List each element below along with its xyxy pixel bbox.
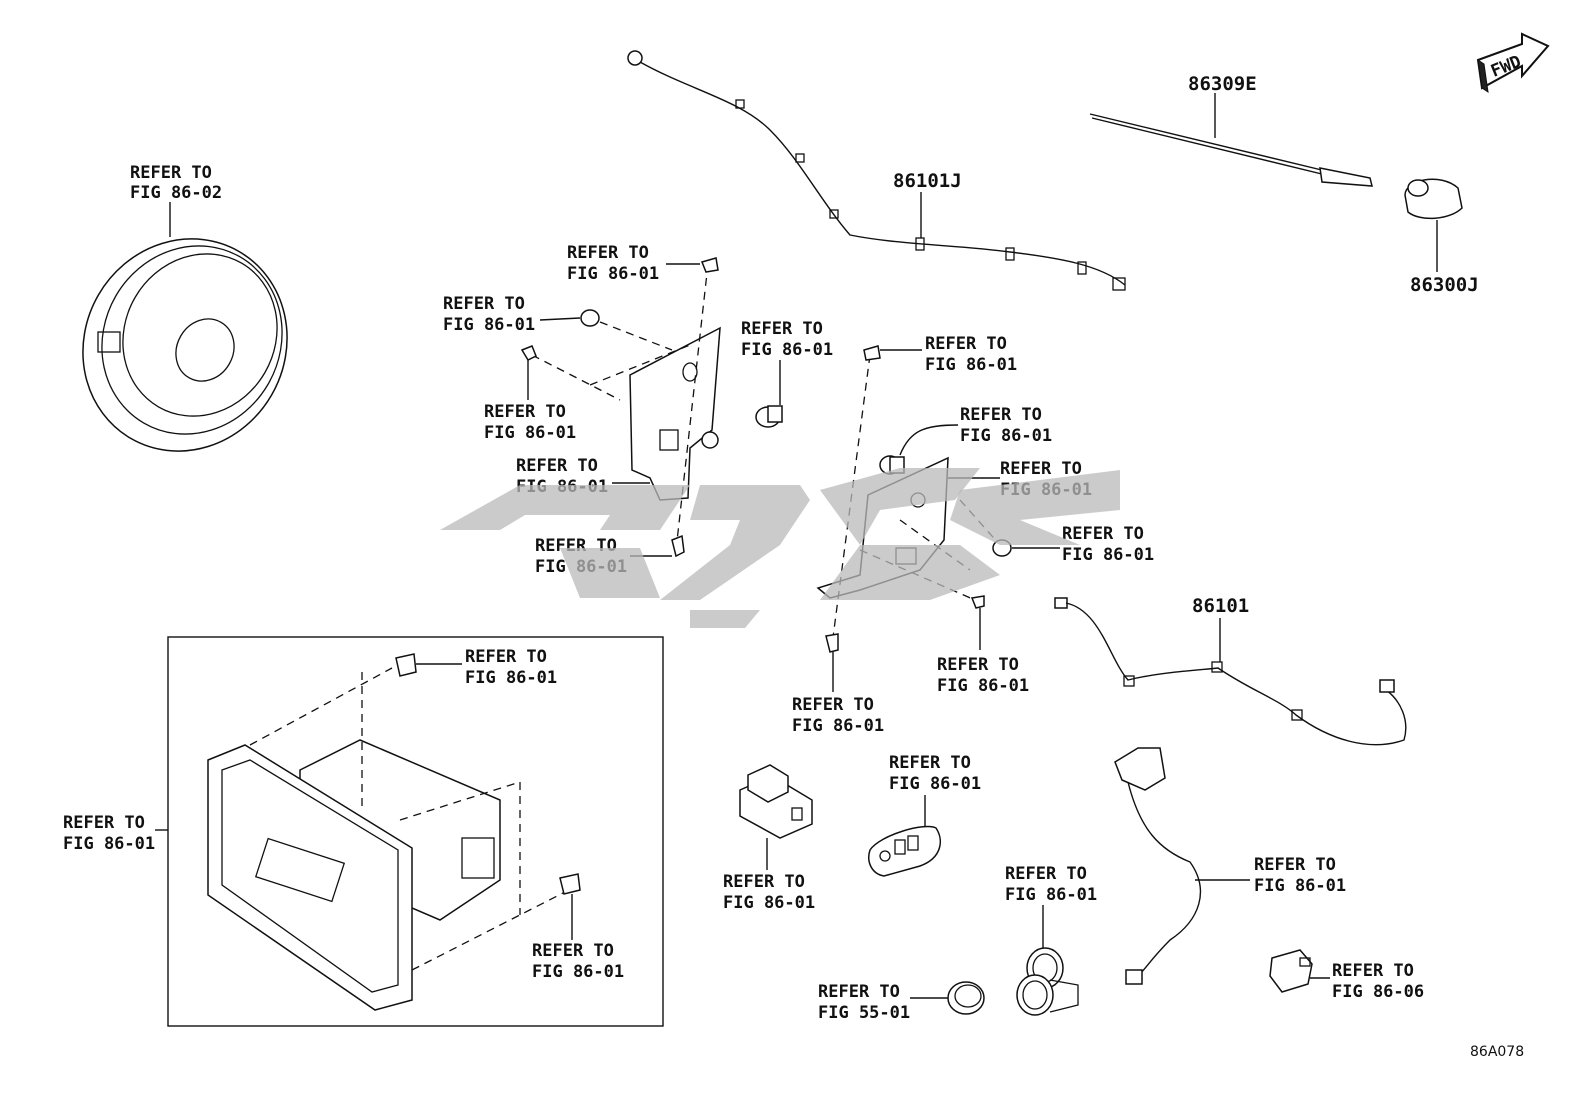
relay-refer-line1: REFER TO xyxy=(723,872,805,892)
relay-refer-line2: FIG 86-01 xyxy=(723,893,815,913)
box-clip-bottom-refer-line1: REFER TO xyxy=(532,941,614,961)
usb-socket-refer-line2: FIG 86-01 xyxy=(1005,885,1097,905)
radio-unit-box xyxy=(167,636,664,1027)
screw-right-refer-line2: FIG 86-01 xyxy=(937,676,1029,696)
box-clip-top-refer-line2: FIG 86-01 xyxy=(465,668,557,688)
screw-left-icon xyxy=(520,345,537,361)
part-number-86101j: 86101J xyxy=(893,170,962,192)
grommet-right-refer-line2: FIG 86-01 xyxy=(1062,545,1154,565)
relay-icon xyxy=(739,764,813,839)
radio-unit-refer-line1: REFER TO xyxy=(63,813,145,833)
antenna-base xyxy=(1404,178,1463,272)
screw-left-refer-line2: FIG 86-01 xyxy=(484,423,576,443)
box-clip-bottom-refer-line2: FIG 86-01 xyxy=(532,962,624,982)
usb-socket-refer-line1: REFER TO xyxy=(1005,864,1087,884)
speaker xyxy=(82,202,288,452)
key-fob-refer-line1: REFER TO xyxy=(889,753,971,773)
screw-left-refer-line1: REFER TO xyxy=(484,402,566,422)
part-number-86300j: 86300J xyxy=(1410,274,1479,296)
part-number-86101: 86101 xyxy=(1192,595,1249,617)
left-bracket xyxy=(531,263,721,551)
box-clip-top-icon xyxy=(395,653,417,677)
clip-top-refer-line2: FIG 86-01 xyxy=(567,264,659,284)
bracket-right-refer-line1: REFER TO xyxy=(1000,459,1082,479)
antenna-rod xyxy=(1089,93,1373,187)
speaker-refer-line2: FIG 86-02 xyxy=(130,183,222,203)
bushing-center-icon xyxy=(755,405,783,428)
switch-small-refer-line1: REFER TO xyxy=(1332,961,1414,981)
bushing-center-refer-line2: FIG 86-01 xyxy=(741,340,833,360)
clip-right-refer-line2: FIG 86-01 xyxy=(925,355,1017,375)
cap-refer-line1: REFER TO xyxy=(818,982,900,1002)
grommet-left-refer-line1: REFER TO xyxy=(443,294,525,314)
antenna-cable-bottom xyxy=(1054,597,1407,746)
radio-unit-refer-line2: FIG 86-01 xyxy=(63,834,155,854)
small-switch-icon xyxy=(1269,949,1313,993)
bracket-left-refer-line1: REFER TO xyxy=(516,456,598,476)
clip-top-icon xyxy=(700,257,719,273)
screw-right-refer-line1: REFER TO xyxy=(937,655,1019,675)
speaker-refer-line1: REFER TO xyxy=(130,163,212,183)
fwd-arrow-icon: FWD xyxy=(1476,32,1550,94)
clip-right-refer-line1: REFER TO xyxy=(925,334,1007,354)
bolt-right-icon xyxy=(825,633,839,653)
clip-top-refer-line1: REFER TO xyxy=(567,243,649,263)
key-fob-refer-line2: FIG 86-01 xyxy=(889,774,981,794)
grommet-left-icon xyxy=(580,309,600,327)
box-clip-top-refer-line1: REFER TO xyxy=(465,647,547,667)
bolt-right-refer-line2: FIG 86-01 xyxy=(792,716,884,736)
box-clip-bottom-icon xyxy=(559,873,581,895)
bushing-right-refer-line1: REFER TO xyxy=(960,405,1042,425)
clip-right-icon xyxy=(863,345,881,361)
grommet-left-refer-line2: FIG 86-01 xyxy=(443,315,535,335)
screw-right-icon xyxy=(970,595,985,609)
harness-right xyxy=(1114,747,1250,985)
watermark-logo xyxy=(440,468,1120,628)
harness-right-refer-line1: REFER TO xyxy=(1254,855,1336,875)
antenna-cable-top xyxy=(627,50,1126,291)
diagram-code: 86A078 xyxy=(1470,1044,1524,1060)
cap-icon xyxy=(947,981,985,1015)
bolt-right-refer-line1: REFER TO xyxy=(792,695,874,715)
usb-socket-icon xyxy=(1016,947,1079,1016)
cap-refer-line2: FIG 55-01 xyxy=(818,1003,910,1023)
radio-unit xyxy=(207,667,566,1011)
switch-small-refer-line2: FIG 86-06 xyxy=(1332,982,1424,1002)
harness-right-refer-line2: FIG 86-01 xyxy=(1254,876,1346,896)
bushing-center-refer-line1: REFER TO xyxy=(741,319,823,339)
part-number-86309e: 86309E xyxy=(1188,73,1257,95)
key-fob-icon xyxy=(868,825,942,877)
bolt-left-bottom-icon xyxy=(671,534,685,558)
grommet-right-refer-line1: REFER TO xyxy=(1062,524,1144,544)
bushing-right-refer-line2: FIG 86-01 xyxy=(960,426,1052,446)
